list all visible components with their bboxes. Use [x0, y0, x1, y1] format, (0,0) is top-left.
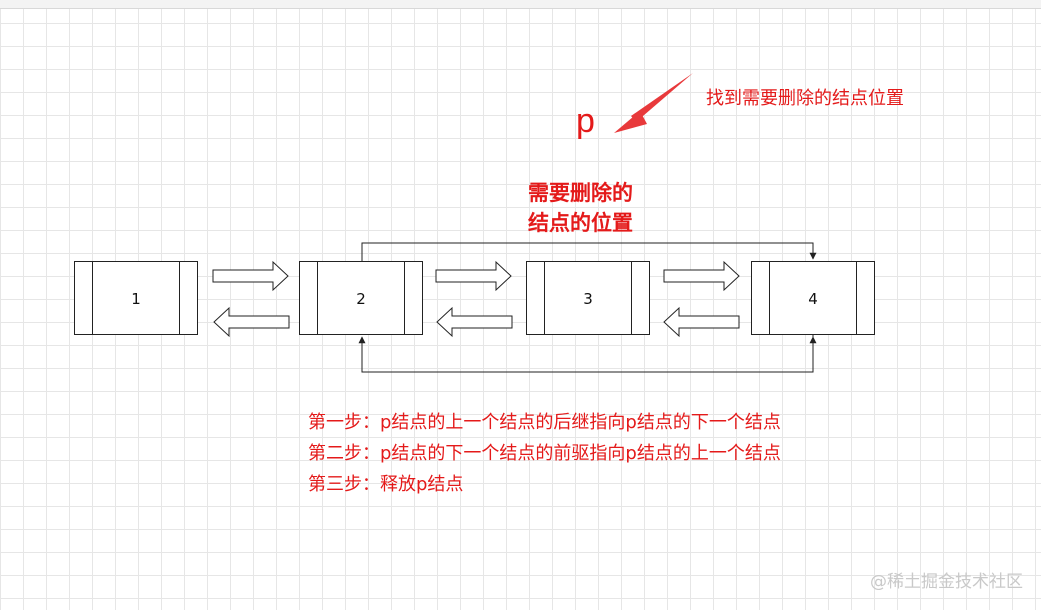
target-node-caption: 需要删除的 结点的位置	[528, 178, 633, 238]
prior-field	[75, 262, 93, 334]
next-arrow-3-4	[663, 260, 740, 292]
next-field	[179, 262, 197, 334]
step-3: 第三步：释放p结点	[308, 474, 464, 495]
step-2: 第二步：p结点的下一个结点的前驱指向p结点的上一个结点	[308, 443, 781, 464]
watermark: @稀土掘金技术社区	[870, 572, 1023, 592]
target-caption-line-2: 结点的位置	[528, 211, 633, 235]
next-arrow-1-2	[212, 260, 289, 292]
prior-arrow-3-2	[436, 306, 513, 338]
node-label: 3	[583, 290, 593, 308]
target-caption-line-1: 需要删除的	[528, 181, 633, 205]
next-field	[404, 262, 422, 334]
next-arrow-2-3	[435, 260, 512, 292]
pointer-arrow	[614, 73, 693, 133]
node-label: 4	[808, 290, 818, 308]
step-1: 第一步：p结点的上一个结点的后继指向p结点的下一个结点	[308, 412, 781, 433]
node-label: 1	[131, 290, 141, 308]
pointer-annotation: 找到需要删除的结点位置	[706, 88, 904, 109]
next-field	[631, 262, 649, 334]
list-node-3: 3	[526, 261, 650, 335]
bypass-connector-top	[361, 242, 817, 261]
list-node-2: 2	[299, 261, 423, 335]
prior-field	[752, 262, 770, 334]
top-ruler	[0, 0, 1041, 9]
node-label: 2	[356, 290, 366, 308]
next-field	[856, 262, 874, 334]
list-node-1: 1	[74, 261, 198, 335]
prior-field	[527, 262, 545, 334]
pointer-label: p	[576, 102, 595, 140]
prior-field	[300, 262, 318, 334]
list-node-4: 4	[751, 261, 875, 335]
prior-arrow-2-1	[213, 306, 290, 338]
bypass-connector-bottom	[358, 335, 817, 373]
prior-arrow-4-3	[663, 306, 740, 338]
step-list: 第一步：p结点的上一个结点的后继指向p结点的下一个结点 第二步：p结点的下一个结…	[308, 407, 781, 500]
